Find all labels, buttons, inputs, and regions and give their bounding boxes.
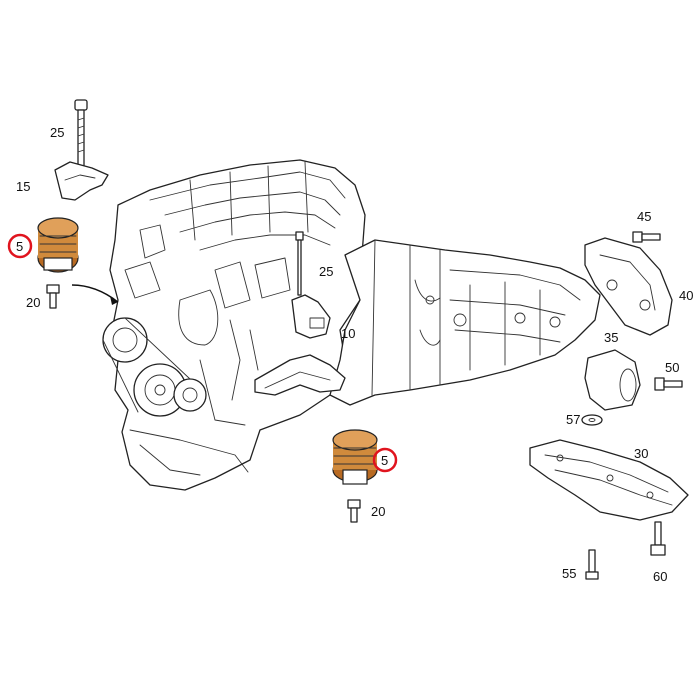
callout-25-mid: 25 [319,264,333,279]
engine-block [102,159,373,491]
highlight-ring-left [7,233,33,259]
bolt-45 [632,231,661,243]
callout-40: 40 [679,288,693,303]
callout-50: 50 [665,360,679,375]
transmission-mount-35 [584,349,641,411]
bolt-60 [650,521,666,556]
engine-mount-center [332,429,378,485]
callout-20-center: 20 [371,504,385,519]
callout-35: 35 [604,330,618,345]
callout-30: 30 [634,446,648,461]
engine-mount-bracket [291,294,331,339]
callout-60: 60 [653,569,667,584]
highlight-ring-center [372,447,398,473]
engine-support-arm [254,354,346,396]
bolt-20-left [46,284,60,309]
bolt-25-center [295,231,304,296]
callout-45: 45 [637,209,651,224]
washer-57 [581,414,603,426]
crossmember-30 [529,439,689,521]
callout-20-left: 20 [26,295,40,310]
bolt-20-center [347,499,361,523]
assembly-arrow [71,284,119,305]
engine-mount-left [37,217,79,273]
transmission-bracket-40 [584,237,673,336]
callout-5-left: 5 [16,239,23,254]
transmission [329,239,601,406]
callout-57: 57 [566,412,580,427]
callout-25-top: 25 [50,125,64,140]
callout-15: 15 [16,179,30,194]
callout-10: 10 [341,326,355,341]
bolt-50 [654,377,683,391]
bracket-15 [54,161,109,201]
bolt-55 [585,549,599,580]
callout-55: 55 [562,566,576,581]
callout-5-center: 5 [381,453,388,468]
